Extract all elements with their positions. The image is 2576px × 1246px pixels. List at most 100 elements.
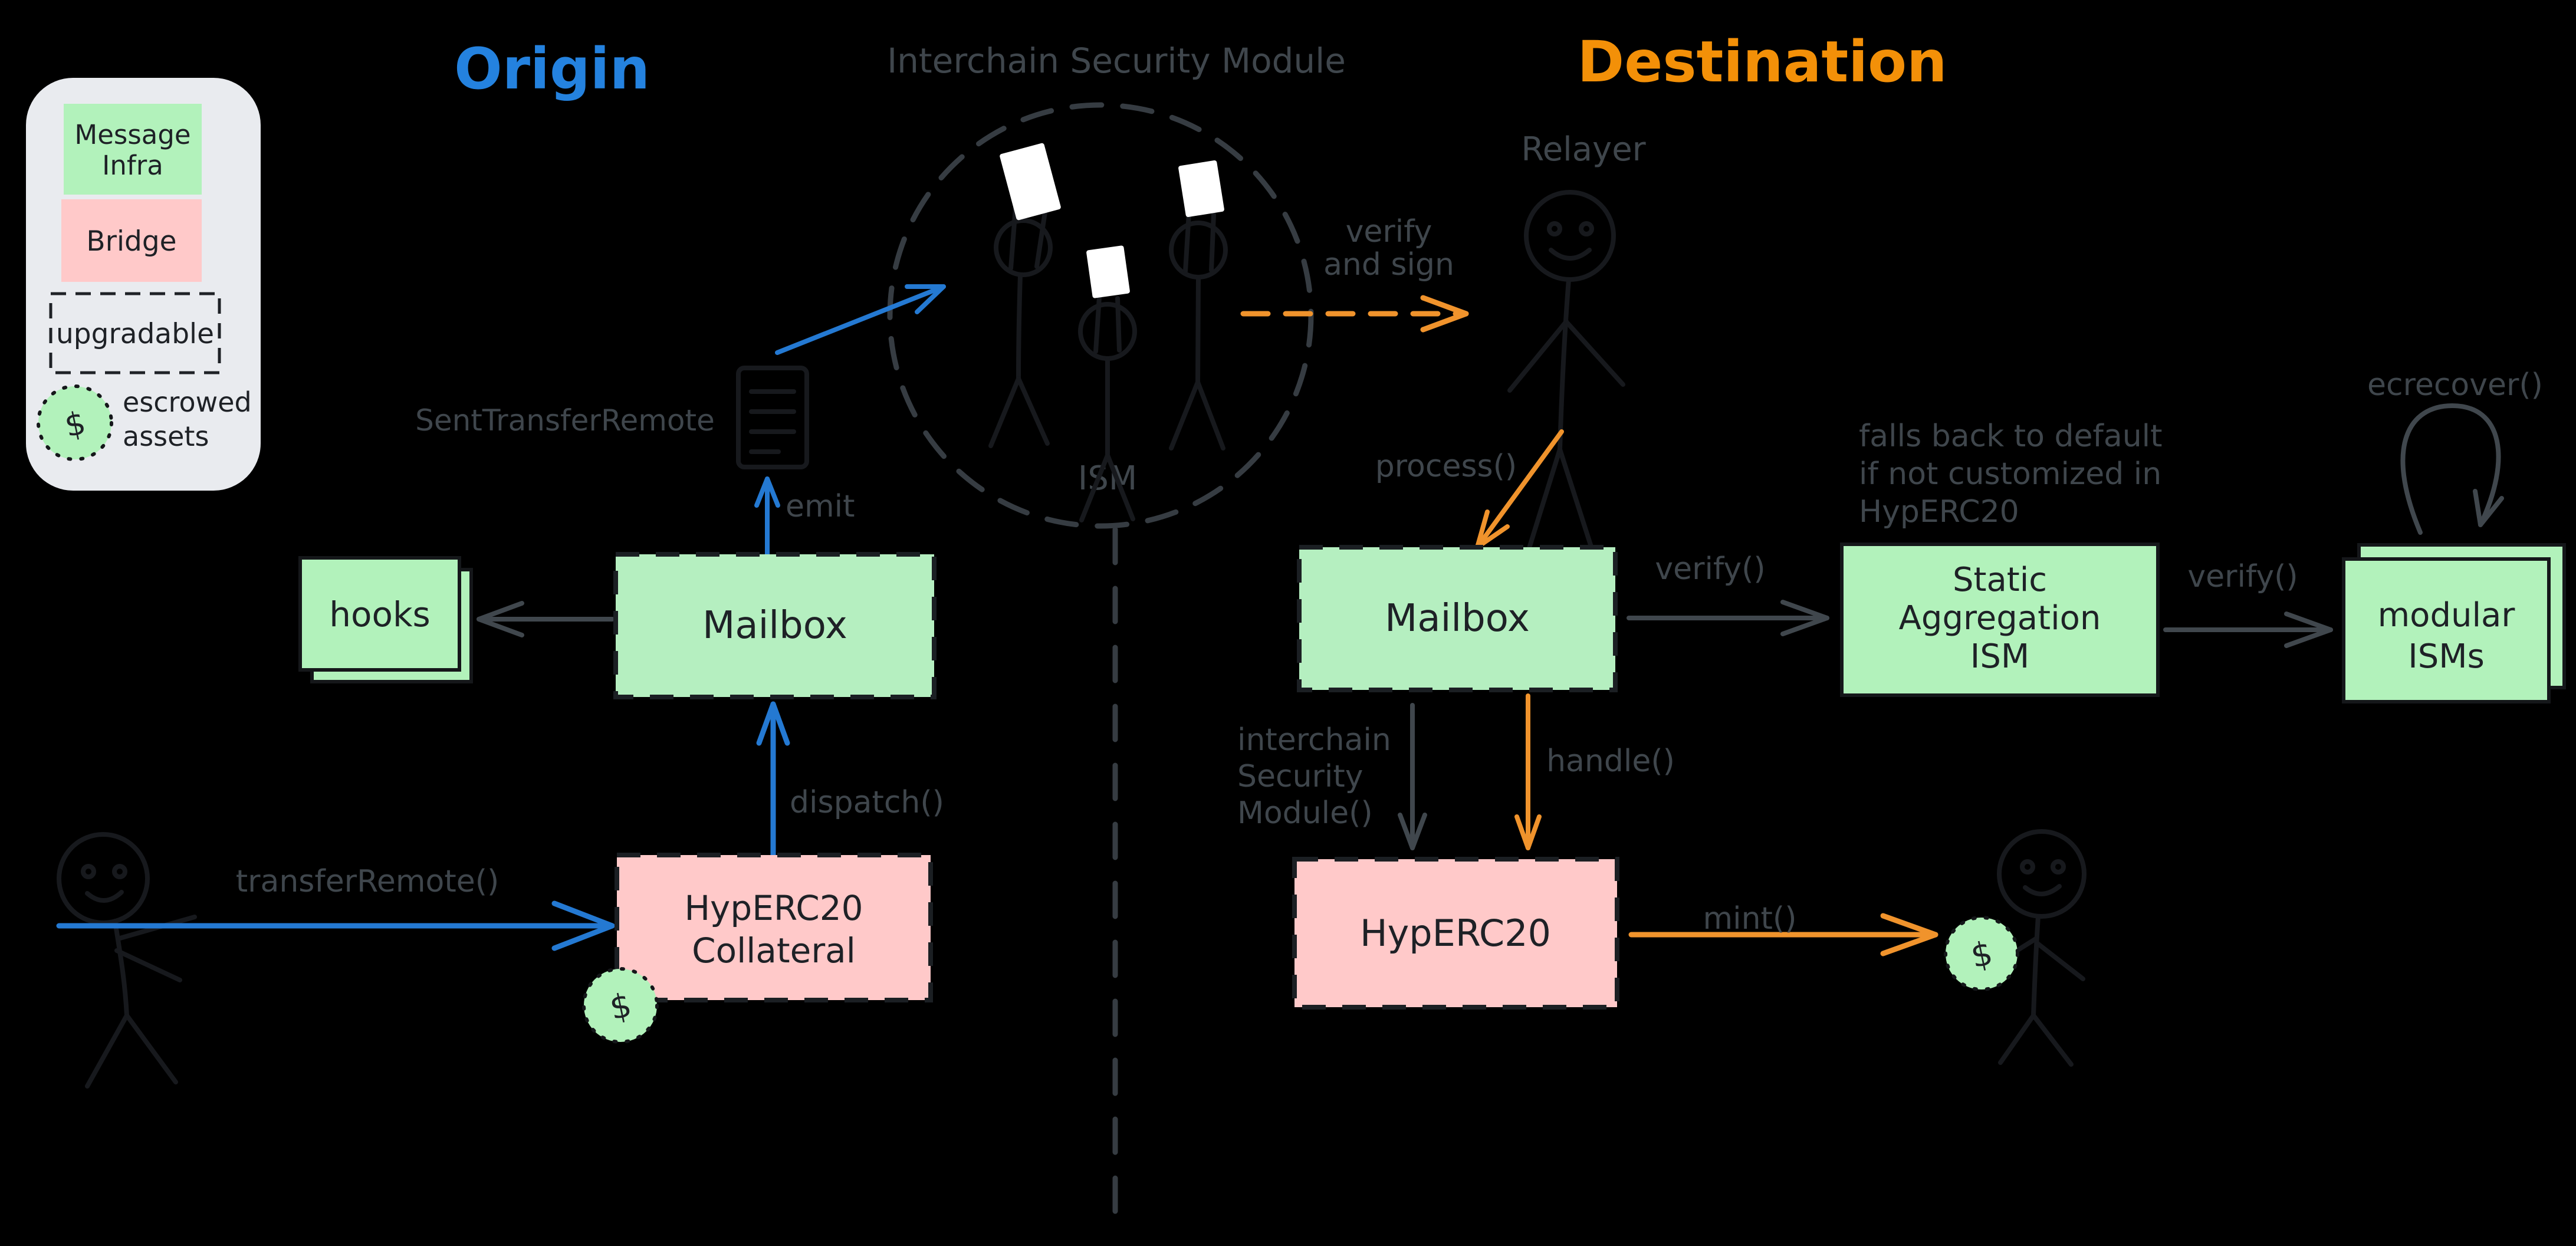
validator-figure-2-limb	[1209, 212, 1216, 272]
ecrecover-loop-head	[2473, 489, 2504, 527]
mailbox-verify-arrow-head	[1780, 600, 1829, 636]
process-label: process()	[1375, 449, 1517, 484]
event-to-ism-arrow-line	[775, 284, 946, 355]
process-arrow-line	[1475, 429, 1564, 550]
validator-figure-3-limb	[1105, 453, 1135, 521]
static-verify-arrow-head	[2284, 612, 2333, 648]
user-figure-limb	[85, 1013, 129, 1089]
mint-arrow	[1628, 913, 1938, 956]
relayer-figure-smile	[1549, 248, 1592, 261]
transfer-remote-arrow	[56, 900, 615, 951]
origin-mailbox-rect	[613, 552, 937, 699]
recipient-figure-head	[1997, 829, 2087, 919]
user-figure-eye	[112, 864, 127, 879]
relayer-figure-eye	[1579, 221, 1594, 236]
mailbox-to-hooks-arrow	[477, 601, 615, 637]
paper-icon	[1000, 143, 1061, 221]
legend-message-infra-swatch	[64, 104, 202, 195]
validator-figure-1-limb	[1016, 376, 1050, 446]
legend-escrow-coin	[37, 384, 113, 461]
legend-bridge-swatch	[61, 199, 202, 282]
ism-call-arrow-head	[1398, 813, 1427, 850]
mint-arrow-head	[1880, 913, 1938, 956]
user-figure-limb	[113, 919, 129, 1018]
validator-figure-3	[1078, 295, 1137, 522]
relayer-label: Relayer	[1521, 130, 1646, 169]
emit-label: emit	[786, 489, 855, 524]
destination-mailbox-box: Mailbox	[1297, 545, 1618, 692]
recipient-figure-limb	[2031, 1013, 2074, 1067]
hyperc20-collateral-rect	[615, 853, 933, 1002]
event-doc-icon-sheet	[736, 366, 809, 469]
static-aggregation-ism-rect	[1840, 543, 2160, 697]
validator-paper-icons	[1000, 143, 1224, 298]
user-figure-eye	[81, 864, 96, 879]
verify-label: verify()	[1655, 551, 1765, 587]
dispatch-arrow-head	[756, 701, 790, 746]
transfer-remote-arrow-head	[551, 900, 615, 951]
emit-arrow	[754, 476, 780, 558]
destination-coin-circle	[1944, 916, 2019, 991]
relayer-figure-limb	[1558, 277, 1571, 452]
relayer-figure-limb	[1565, 321, 1625, 387]
legend-bridge-label: Bridge	[86, 225, 176, 258]
destination-mailbox-rect	[1297, 545, 1618, 692]
validator-figure-2	[1169, 211, 1228, 451]
validator-figure-2-limb	[1183, 211, 1191, 274]
validator-figure-1-limb	[988, 376, 1021, 448]
origin-title: Origin	[454, 36, 650, 102]
event-to-ism-arrow	[775, 284, 946, 355]
recipient-figure-smile	[2023, 884, 2062, 896]
recipient-figure-eye	[2020, 859, 2035, 874]
paper-icon	[1178, 160, 1224, 218]
relayer-figure-eye	[1547, 221, 1562, 236]
mailbox-verify-arrow	[1627, 600, 1829, 636]
legend-upgradable-label: upgradable	[56, 318, 214, 350]
event-to-ism-arrow-head	[905, 284, 946, 314]
destination-mailbox-label: Mailbox	[1385, 597, 1530, 640]
relayer-figure-limb	[1507, 319, 1569, 393]
hooks-box-label: hooks	[329, 594, 431, 634]
static-verify-label: verify()	[2187, 559, 2298, 594]
verify-and-sign-arrow	[1240, 295, 1469, 333]
sent-transfer-remote-label: SentTransferRemote	[415, 403, 715, 438]
event-doc-icon	[736, 366, 809, 469]
validator-figure-3-limb	[1115, 296, 1122, 353]
handle-arrow-head	[1514, 814, 1542, 850]
validator-figure-3-limb	[1079, 453, 1110, 522]
static-verify-arrow	[2163, 612, 2333, 648]
destination-title: Destination	[1578, 29, 1947, 95]
recipient-figure-limb	[1998, 1013, 2036, 1065]
validator-figure-2-limb	[1169, 380, 1200, 451]
validator-figure-1-limb	[1034, 210, 1047, 269]
modular-isms-box-front	[2342, 557, 2551, 703]
recipient-figure-limb	[2035, 941, 2085, 981]
recipient-figure	[1986, 829, 2087, 1067]
user-figure	[57, 832, 197, 1089]
origin-mailbox-box: Mailbox	[613, 552, 937, 699]
ism-circle-label: ISM	[1078, 459, 1137, 498]
destination-coin: $	[1944, 916, 2019, 991]
relayer-figure-limb	[1522, 447, 1562, 566]
ecrecover-loop-arrow	[2400, 403, 2504, 535]
mint-label: mint()	[1703, 901, 1796, 936]
user-figure-limb	[124, 1013, 178, 1084]
user-figure-limb	[114, 948, 182, 982]
validator-figure-1	[988, 205, 1053, 448]
validator-figure-2-limb	[1195, 380, 1225, 451]
user-figure-head	[57, 832, 150, 925]
emit-arrow-head	[754, 476, 780, 508]
origin-mailbox-label: Mailbox	[702, 604, 847, 647]
user-figure-smile	[85, 890, 124, 903]
ecrecover-loop-line	[2400, 403, 2501, 535]
origin-escrow-coin-circle	[582, 967, 659, 1044]
